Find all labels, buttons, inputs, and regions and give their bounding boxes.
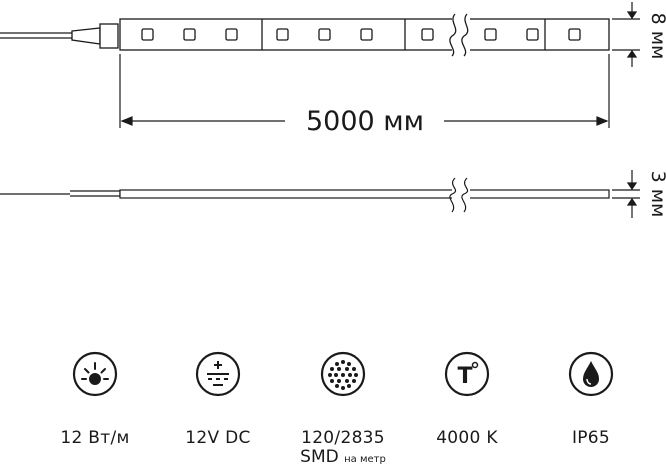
spec-power: 12 Вт/м bbox=[35, 350, 155, 448]
led-chip bbox=[421, 28, 434, 41]
spec-color-temp: T 4000 K bbox=[407, 350, 527, 448]
led-dot bbox=[335, 362, 339, 366]
led-dot bbox=[328, 373, 332, 377]
led-dot bbox=[347, 384, 351, 388]
color-temp-label: 4000 K bbox=[436, 428, 498, 448]
led-dot bbox=[347, 362, 351, 366]
led-dot bbox=[337, 379, 341, 383]
led-chip bbox=[568, 28, 581, 41]
led-dot bbox=[341, 360, 345, 364]
led-chip bbox=[141, 28, 154, 41]
led-dot bbox=[354, 373, 358, 377]
sun-bulb-icon bbox=[72, 351, 118, 397]
width-dimension: 8 мм bbox=[647, 13, 666, 60]
led-chip bbox=[526, 28, 539, 41]
led-dot bbox=[337, 367, 341, 371]
led-dot bbox=[352, 367, 356, 371]
led-chip bbox=[183, 28, 196, 41]
led-count-label: 120/2835 bbox=[301, 428, 385, 448]
led-dot bbox=[334, 373, 338, 377]
led-chip bbox=[276, 28, 289, 41]
led-type-label: SMD на метр bbox=[300, 447, 386, 467]
length-dimension: 5000 мм bbox=[306, 106, 424, 137]
power-label: 12 Вт/м bbox=[60, 428, 130, 448]
strip-top-view bbox=[119, 18, 610, 51]
spec-voltage: 12V DC bbox=[158, 350, 278, 448]
led-dot bbox=[352, 379, 356, 383]
svg-text:T: T bbox=[457, 364, 472, 389]
voltage-label: 12V DC bbox=[185, 428, 251, 448]
led-strip-drawing: 8 мм 5000 мм 3 мм bbox=[0, 2, 666, 218]
strip-side-view bbox=[119, 189, 610, 199]
led-chip bbox=[484, 28, 497, 41]
spec-protection: IP65 bbox=[531, 350, 651, 448]
led-dot bbox=[345, 379, 349, 383]
led-chip bbox=[225, 28, 238, 41]
led-chip bbox=[318, 28, 331, 41]
led-dot bbox=[330, 367, 334, 371]
water-drop-icon bbox=[568, 351, 614, 397]
led-dot bbox=[348, 373, 352, 377]
led-dot bbox=[341, 373, 345, 377]
led-chips bbox=[141, 28, 581, 41]
thickness-dimension: 3 мм bbox=[647, 171, 666, 218]
spec-leds: 120/2835 SMD на метр bbox=[283, 350, 403, 469]
led-dot bbox=[330, 379, 334, 383]
temperature-icon: T bbox=[444, 351, 490, 397]
led-chip bbox=[360, 28, 373, 41]
led-dot bbox=[335, 384, 339, 388]
led-dot bbox=[341, 386, 345, 390]
protection-label: IP65 bbox=[571, 428, 611, 448]
dc-power-icon bbox=[195, 351, 241, 397]
led-matrix-icon bbox=[320, 351, 366, 397]
led-dot bbox=[345, 367, 349, 371]
